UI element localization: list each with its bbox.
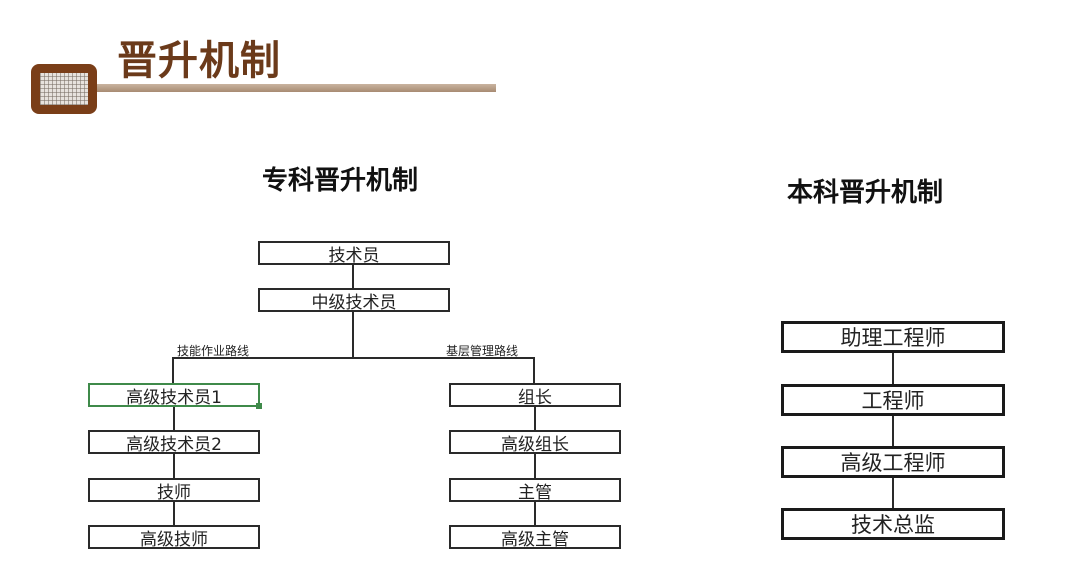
node-senior-technician-1[interactable]: 高级技术员1 — [88, 383, 262, 409]
connector-line — [534, 454, 536, 478]
grid-pattern-icon — [40, 73, 88, 105]
node-assistant-engineer[interactable]: 助理工程师 — [781, 321, 1005, 353]
connector-line — [173, 407, 175, 430]
title-badge — [31, 64, 97, 114]
node-team-leader[interactable]: 组长 — [449, 383, 621, 408]
node-senior-technologist[interactable]: 高级技师 — [88, 525, 260, 550]
branch-connector — [172, 357, 534, 359]
connector-line — [533, 357, 535, 383]
node-senior-team-leader[interactable]: 高级组长 — [449, 430, 621, 455]
node-intermediate-technician[interactable]: 中级技术员 — [258, 288, 450, 313]
connector-line — [534, 502, 536, 525]
node-supervisor[interactable]: 主管 — [449, 478, 621, 503]
connector-line — [352, 265, 354, 288]
bachelor-promotion-title: 本科晋升机制 — [787, 178, 944, 208]
connector-line — [534, 407, 536, 430]
skill-route-label: 技能作业路线 — [177, 344, 250, 358]
connector-line — [173, 454, 175, 478]
node-technician[interactable]: 技术员 — [258, 241, 450, 266]
connector-line — [892, 353, 894, 384]
node-senior-technician-2[interactable]: 高级技术员2 — [88, 430, 260, 455]
node-label: 高级技术员1 — [126, 387, 222, 408]
connector-line — [892, 478, 894, 508]
management-route-label: 基层管理路线 — [446, 344, 519, 358]
selection-handle[interactable] — [256, 403, 262, 409]
node-technologist[interactable]: 技师 — [88, 478, 260, 503]
specialist-promotion-title: 专科晋升机制 — [262, 166, 419, 196]
node-senior-engineer[interactable]: 高级工程师 — [781, 446, 1005, 478]
page-title: 晋升机制 — [117, 38, 281, 84]
connector-line — [172, 357, 174, 383]
node-technical-director[interactable]: 技术总监 — [781, 508, 1005, 540]
connector-line — [352, 312, 354, 358]
node-senior-supervisor[interactable]: 高级主管 — [449, 525, 621, 550]
node-engineer[interactable]: 工程师 — [781, 384, 1005, 416]
connector-line — [892, 416, 894, 446]
title-underline — [92, 84, 496, 92]
connector-line — [173, 502, 175, 525]
